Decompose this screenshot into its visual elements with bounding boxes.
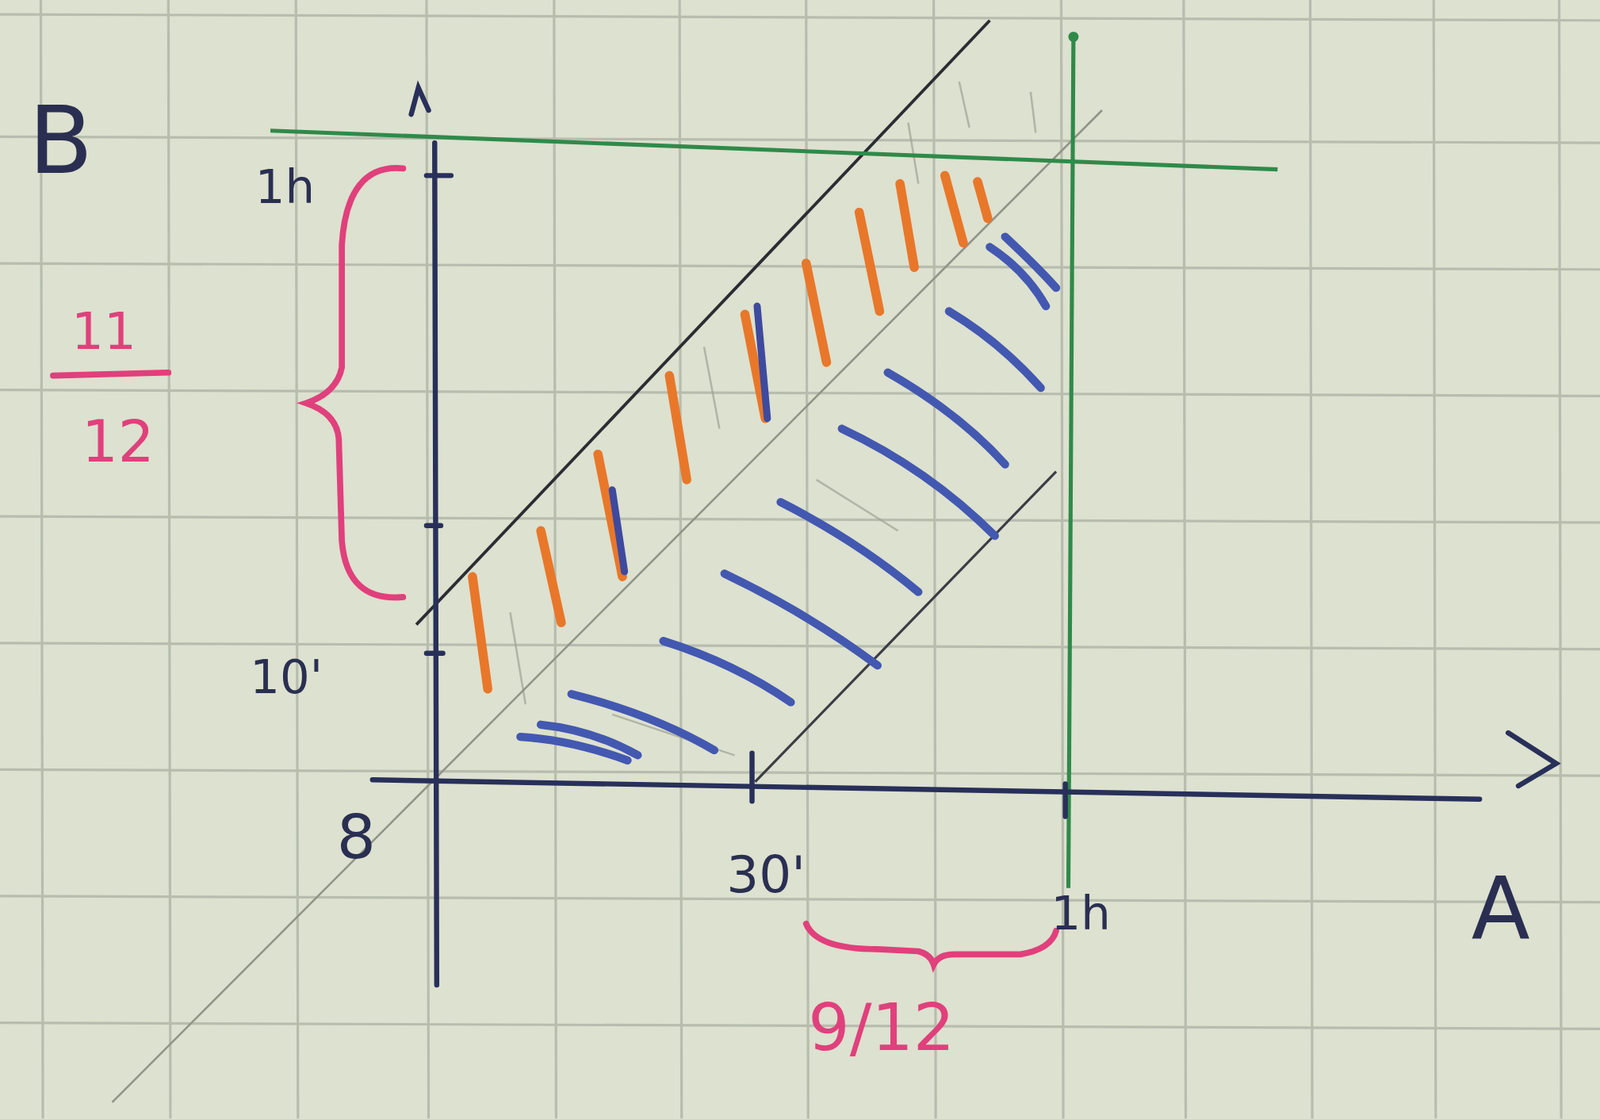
axis-value: 30' — [726, 849, 806, 900]
origin-value: 8 — [336, 806, 376, 868]
fraction-numerator: 11 — [71, 306, 137, 357]
axis-name: B — [28, 93, 93, 188]
axis-value: 1h — [1051, 889, 1111, 937]
axis-value: 10' — [249, 653, 323, 701]
probability-value: 9/12 — [807, 995, 955, 1061]
axis-value: 1h — [255, 163, 315, 211]
fraction-denominator: 12 — [81, 413, 155, 471]
axis-name: A — [1471, 865, 1531, 951]
